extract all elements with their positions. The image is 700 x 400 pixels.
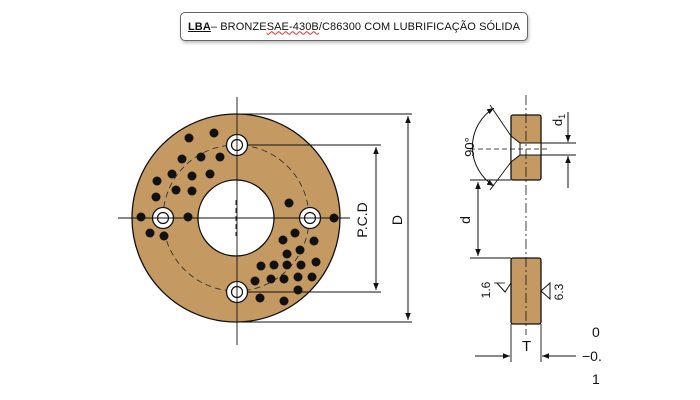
roughness-symbol-right [540,281,551,301]
d1-label: d1 [550,114,567,126]
extension-lines [237,113,412,323]
side-view: 90° d1 d 1.6 6.3 T 0 −0. 1 [457,95,602,387]
tolerance-lower-cont: 1 [592,371,600,387]
angle-label: 90° [462,137,477,157]
roughness-value-right: 6.3 [552,283,566,300]
graphite-plugs [136,128,339,306]
countersink-angle-arc [471,107,495,187]
roughness-value-left: 1.6 [479,281,493,298]
roughness-symbol-left [496,282,512,293]
outer-diameter-label: D [389,215,405,225]
thickness-label: T [522,338,531,355]
title-box: LBA – BRONZE SAE-430B/C86300 COM LUBRIFI… [180,12,528,41]
title-rest: /C86300 COM LUBRIFICAÇÃO SÓLIDA [318,20,521,33]
centerlines [118,97,350,345]
front-view: P.C.D D [118,97,412,345]
tolerance-lower: −0. [582,348,602,364]
material-spec: SAE-430B [266,20,319,33]
pcd-label: P.C.D [354,202,370,238]
tolerance-upper: 0 [592,324,600,340]
title-separator: – BRONZE [210,20,267,33]
inner-diameter-label: d [457,216,473,224]
product-code: LBA [187,20,211,33]
